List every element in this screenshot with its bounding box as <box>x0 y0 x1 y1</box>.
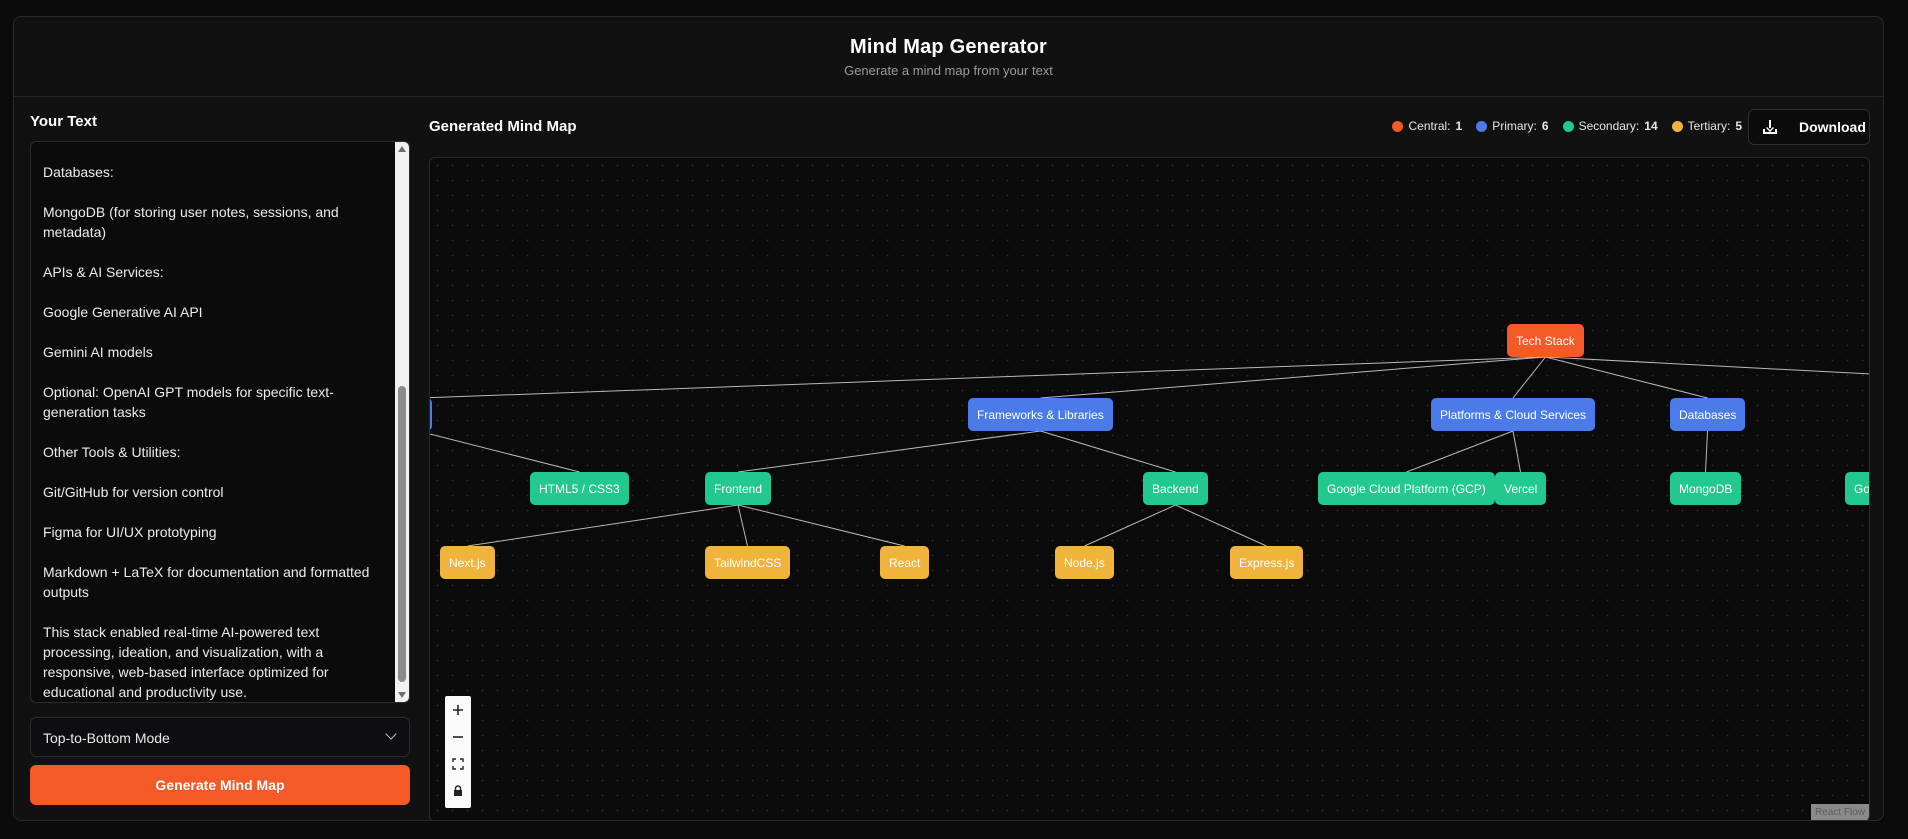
edge-node-tech-stack-node-frameworks <box>1040 356 1546 399</box>
text-paragraph: MongoDB (for storing user notes, session… <box>43 204 339 240</box>
legend-dot <box>1671 120 1683 132</box>
node-primary-partial[interactable] <box>430 398 432 431</box>
text-paragraph: Google Generative AI API <box>43 304 203 320</box>
legend-dot <box>1562 120 1574 132</box>
mindmap-canvas[interactable]: Tech Stack Frameworks & Libraries Platfo… <box>429 157 1870 820</box>
edge-node-platforms-node-gcp <box>1406 430 1514 473</box>
legend-count: 14 <box>1644 119 1658 133</box>
legend-count: 6 <box>1541 119 1549 133</box>
node-vercel[interactable]: Vercel <box>1495 472 1547 505</box>
scroll-down-icon[interactable] <box>398 692 406 698</box>
node-tailwind[interactable]: TailwindCSS <box>705 546 791 579</box>
mindmap-edges <box>430 356 1869 547</box>
clipped-line <box>43 142 383 156</box>
react-flow-attribution[interactable]: React Flow <box>1810 804 1869 820</box>
node-nodejs[interactable]: Node.js <box>1055 546 1114 579</box>
legend-item: Secondary: 14 <box>1562 119 1658 133</box>
scrollbar[interactable] <box>395 142 409 702</box>
node-frontend[interactable]: Frontend <box>705 472 772 505</box>
legend-count: 5 <box>1735 119 1742 133</box>
node-go-partial[interactable]: Go <box>1845 472 1869 505</box>
node-tech-stack[interactable]: Tech Stack <box>1507 324 1584 357</box>
text-paragraph: Databases: <box>43 164 114 180</box>
node-express[interactable]: Express.js <box>1230 546 1304 579</box>
legend-label: Central: <box>1408 119 1451 133</box>
edge-node-frontend-node-tailwind <box>737 504 748 547</box>
legend-label: Secondary: <box>1578 119 1640 133</box>
text-paragraph: Optional: OpenAI GPT models for specific… <box>43 384 334 420</box>
text-paragraph: APIs & AI Services: <box>43 264 164 280</box>
edge-node-tech-stack-node-databases <box>1545 356 1708 399</box>
text-paragraph: Markdown + LaTeX for documentation and f… <box>43 564 370 600</box>
edge-node-databases-node-mongodb <box>1705 430 1708 473</box>
legend-dot <box>1476 120 1488 132</box>
fit-view-icon[interactable] <box>445 750 471 777</box>
flow-controls <box>445 696 471 808</box>
node-frameworks[interactable]: Frameworks & Libraries <box>968 398 1113 431</box>
scroll-thumb[interactable] <box>398 386 406 682</box>
mode-select-value: Top-to-Bottom Mode <box>43 730 170 746</box>
text-paragraph: Git/GitHub for version control <box>43 484 224 500</box>
legend-count: 1 <box>1455 119 1463 133</box>
node-mongodb[interactable]: MongoDB <box>1670 472 1742 505</box>
legend-item: Tertiary: 5 <box>1671 119 1742 133</box>
download-button[interactable]: Download <box>1748 109 1870 145</box>
legend-label: Primary: <box>1492 119 1537 133</box>
download-label: Download <box>1799 119 1866 135</box>
node-react[interactable]: React <box>880 546 930 579</box>
edge-node-frontend-node-react <box>737 504 905 547</box>
legend-label: Tertiary: <box>1687 119 1731 133</box>
text-paragraph: Other Tools & Utilities: <box>43 444 181 460</box>
edge-node-backend-node-express <box>1175 504 1267 547</box>
generate-button[interactable]: Generate Mind Map <box>30 765 410 805</box>
text-paragraph: Gemini AI models <box>43 344 153 360</box>
mode-select[interactable]: Top-to-Bottom Mode <box>30 717 410 757</box>
edge-node-tech-stack-node-primary-partial <box>430 356 1546 399</box>
node-backend[interactable]: Backend <box>1143 472 1208 505</box>
edge-partial-html <box>430 433 580 473</box>
node-databases[interactable]: Databases <box>1670 398 1746 431</box>
input-heading: Your Text <box>30 113 97 130</box>
node-nextjs[interactable]: Next.js <box>440 546 495 579</box>
minus-icon[interactable] <box>445 723 471 750</box>
text-paragraph: This stack enabled real-time AI-powered … <box>43 624 329 700</box>
page-title: Mind Map Generator <box>850 36 1047 58</box>
edge-node-frontend-node-nextjs <box>467 504 739 547</box>
lock-icon[interactable] <box>445 777 471 804</box>
node-platforms[interactable]: Platforms & Cloud Services <box>1431 398 1596 431</box>
text-paragraph: Figma for UI/UX prototyping <box>43 524 217 540</box>
legend: Central: 1 Primary: 6 Secondary: 14 Tertiary: 5 <box>1392 119 1742 133</box>
edge-node-platforms-node-vercel <box>1512 430 1521 473</box>
edge-node-frameworks-node-frontend <box>737 430 1041 473</box>
input-panel: Your Text Databases: MongoDB (for storing… <box>30 113 410 805</box>
node-gcp[interactable]: Google Cloud Platform (GCP) <box>1318 472 1495 505</box>
scroll-up-icon[interactable] <box>398 146 406 152</box>
edge-tech-stack-offscreen <box>1545 356 1869 375</box>
page-subtitle: Generate a mind map from your text <box>844 63 1053 78</box>
output-heading: Generated Mind Map <box>429 118 577 135</box>
header: Mind Map Generator Generate a mind map f… <box>14 17 1883 97</box>
legend-dot <box>1392 120 1404 132</box>
legend-item: Central: 1 <box>1392 119 1462 133</box>
plus-icon[interactable] <box>445 696 471 723</box>
edge-node-backend-node-nodejs <box>1084 504 1176 547</box>
edge-node-frameworks-node-backend <box>1040 430 1176 473</box>
legend-item: Primary: 6 <box>1476 119 1549 133</box>
node-html[interactable]: HTML5 / CSS3 <box>530 472 629 505</box>
download-icon <box>1763 120 1777 134</box>
app-window: Mind Map Generator Generate a mind map f… <box>13 16 1884 821</box>
text-input[interactable]: Databases: MongoDB (for storing user note… <box>30 141 410 703</box>
text-input-content: Databases: MongoDB (for storing user note… <box>43 142 383 702</box>
edge-node-tech-stack-node-platforms <box>1512 356 1546 399</box>
chevron-down-icon <box>385 728 397 740</box>
